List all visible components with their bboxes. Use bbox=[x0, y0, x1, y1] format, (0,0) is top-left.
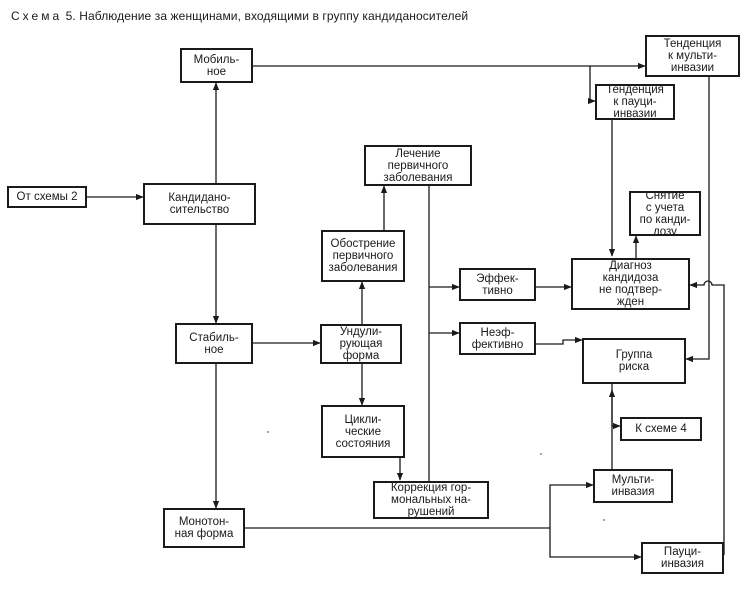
node-to-scheme4: К схеме 4 bbox=[620, 417, 702, 441]
edge-split-to-pauci bbox=[549, 528, 642, 561]
node-effective: Эффек- тивно bbox=[459, 268, 536, 301]
speck bbox=[267, 431, 269, 433]
node-multi-label: Мульти- инвазия bbox=[611, 474, 655, 498]
node-trend-pauci-label: Тенденция к пауци- инвазии bbox=[606, 84, 664, 120]
node-undulating-label: Ундули- рующая форма bbox=[339, 326, 383, 362]
node-carriage: Кандидано- сительство bbox=[143, 183, 256, 225]
edge-ineffective-to-risk-group bbox=[536, 336, 583, 345]
node-carriage-label: Кандидано- сительство bbox=[168, 192, 231, 216]
node-not-confirmed: Диагноз кандидоза не подтвер- жден bbox=[571, 258, 690, 310]
node-cyclic-label: Цикли- ческие состояния bbox=[335, 413, 391, 450]
node-multi: Мульти- инвазия bbox=[593, 469, 673, 503]
diagram-title-prefix: Схема bbox=[11, 9, 63, 23]
node-treatment: Лечение первичного заболевания bbox=[364, 145, 472, 186]
speck bbox=[540, 453, 542, 455]
node-mobile-label: Мобиль- ное bbox=[193, 53, 240, 78]
node-cyclic: Цикли- ческие состояния bbox=[321, 405, 405, 458]
node-trend-multi: Тенденция к мульти- инвазии bbox=[645, 35, 740, 77]
node-risk-group: Группа риска bbox=[582, 338, 686, 384]
node-mobile: Мобиль- ное bbox=[180, 48, 253, 83]
node-trend-pauci: Тенденция к пауци- инвазии bbox=[595, 84, 675, 120]
node-hormonal: Коррекция гор- мональных на- рушений bbox=[373, 481, 489, 519]
node-stable: Стабиль- ное bbox=[175, 323, 253, 364]
node-from-scheme2-label: От схемы 2 bbox=[16, 191, 78, 203]
node-effective-label: Эффек- тивно bbox=[476, 272, 519, 297]
node-deregistration: Снятие с учета по канди- дозу bbox=[629, 191, 701, 236]
node-to-scheme4-label: К схеме 4 bbox=[635, 423, 687, 435]
edge-split-to-multi bbox=[549, 481, 594, 528]
speck bbox=[603, 519, 605, 521]
diagram-title-text: 5. Наблюдение за женщинами, входящими в … bbox=[65, 9, 469, 23]
node-treatment-label: Лечение первичного заболевания bbox=[383, 147, 453, 184]
edge-pauci-to-not-confirmed bbox=[689, 280, 725, 555]
node-ineffective-label: Неэф- фективно bbox=[471, 326, 524, 351]
diagram-title: Схема 5. Наблюдение за женщинами, входящ… bbox=[11, 9, 468, 23]
node-deregistration-label: Снятие с учета по канди- дозу bbox=[639, 191, 691, 236]
node-monotone-label: Монотон- ная форма bbox=[174, 516, 234, 540]
node-exacerbation-label: Обострение первичного заболевания bbox=[328, 238, 398, 274]
node-from-scheme2: От схемы 2 bbox=[7, 186, 87, 208]
node-trend-multi-label: Тенденция к мульти- инвазии bbox=[663, 38, 722, 74]
node-hormonal-label: Коррекция гор- мональных на- рушений bbox=[390, 482, 472, 518]
node-stable-label: Стабиль- ное bbox=[189, 331, 239, 356]
speckles bbox=[267, 431, 605, 521]
node-ineffective: Неэф- фективно bbox=[459, 322, 536, 355]
edge-risk-group-to-scheme4 bbox=[611, 384, 621, 430]
node-exacerbation: Обострение первичного заболевания bbox=[321, 230, 405, 282]
node-not-confirmed-label: Диагноз кандидоза не подтвер- жден bbox=[599, 260, 662, 308]
node-risk-group-label: Группа риска bbox=[615, 349, 653, 373]
node-monotone: Монотон- ная форма bbox=[163, 508, 245, 548]
node-pauci-label: Пауци- инвазия bbox=[661, 546, 704, 570]
edge-trend-multi-to-risk-group bbox=[685, 77, 710, 363]
node-pauci: Пауци- инвазия bbox=[641, 542, 724, 574]
edge-mobile-to-trend-pauci bbox=[587, 66, 596, 105]
node-undulating: Ундули- рующая форма bbox=[320, 324, 402, 364]
